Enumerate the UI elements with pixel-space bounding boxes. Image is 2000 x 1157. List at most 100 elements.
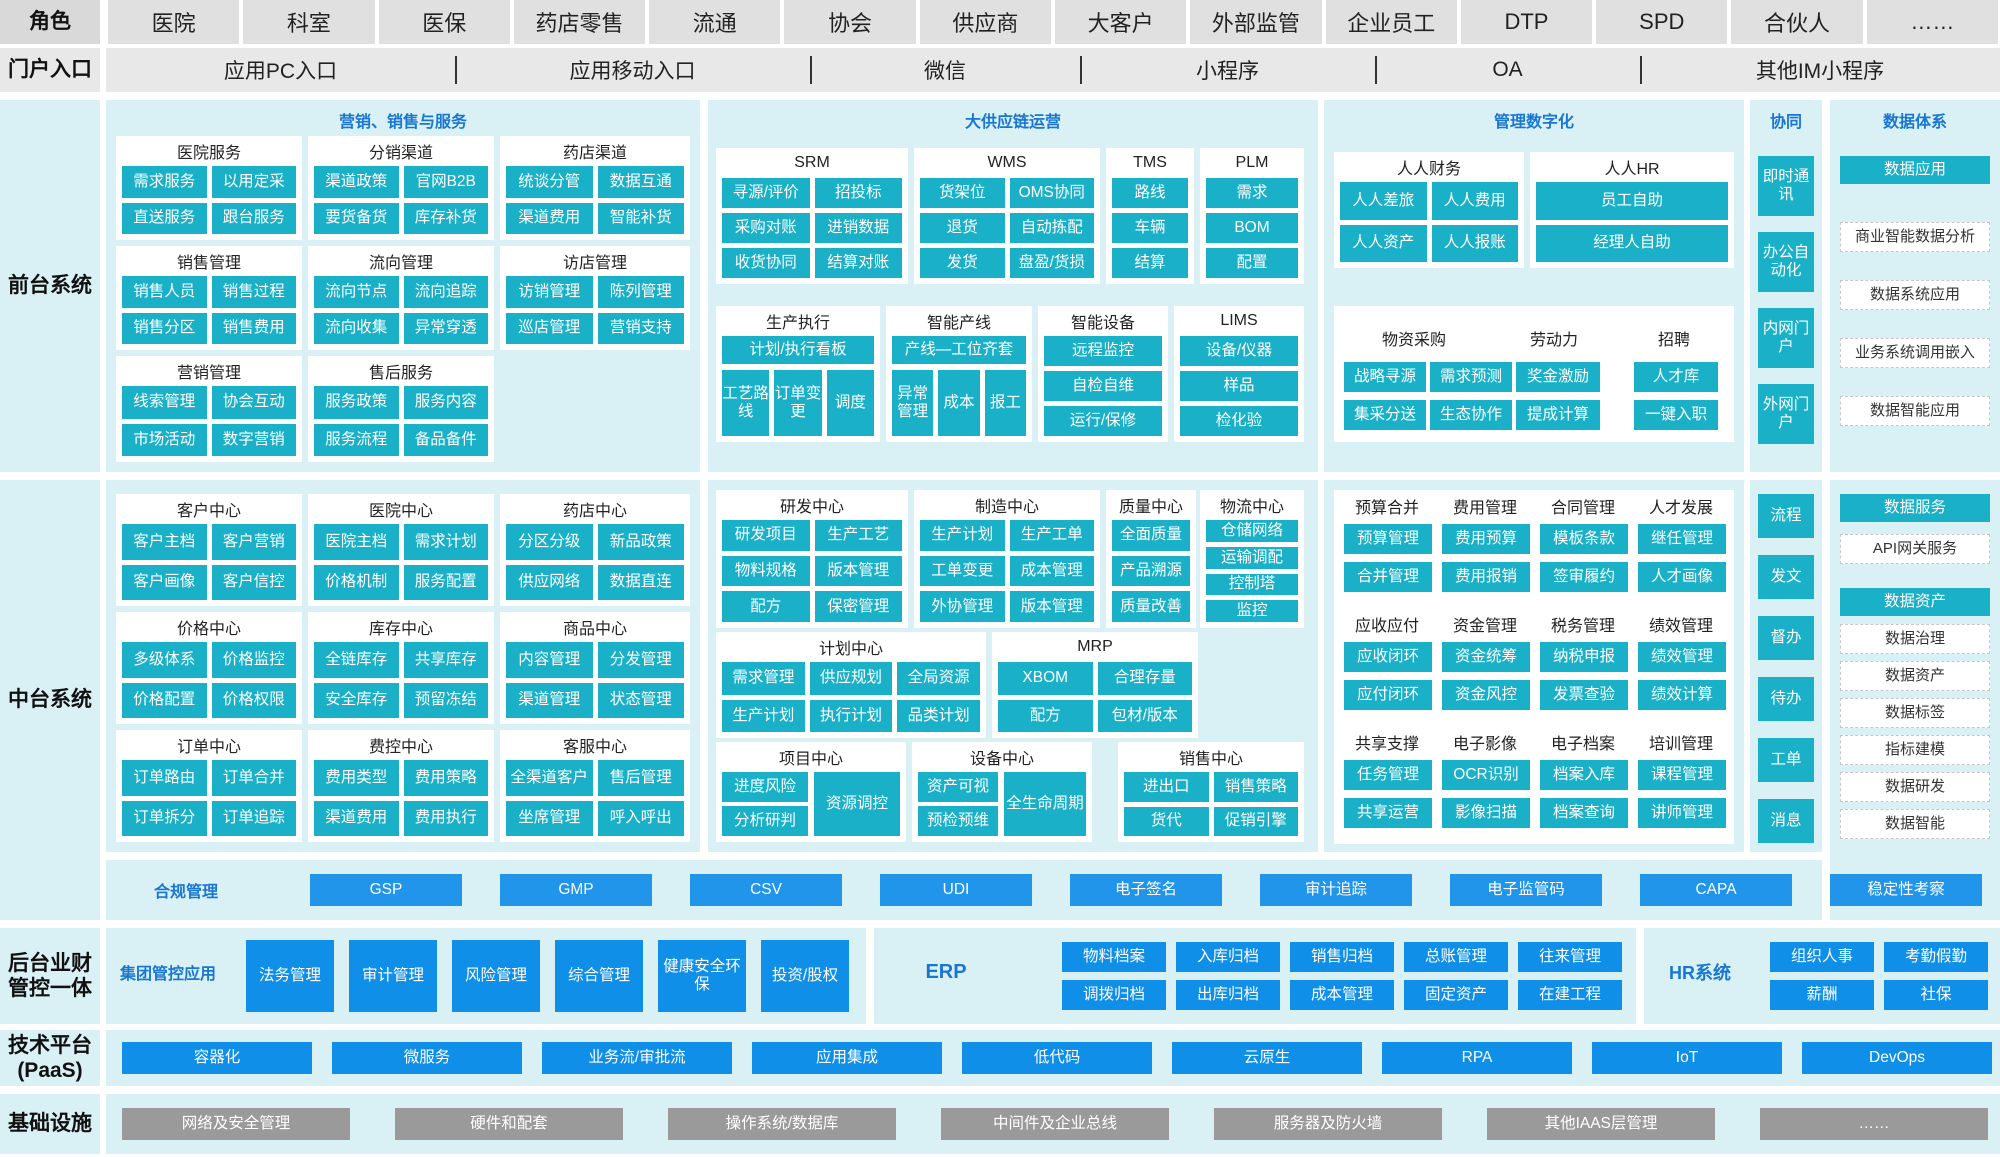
module-chip[interactable]: 销售策略 <box>1213 772 1298 802</box>
module-chip[interactable]: 客户画像 <box>122 564 207 600</box>
module-chip[interactable]: 物料规格 <box>722 555 810 587</box>
module-chip[interactable]: 分发管理 <box>597 642 684 678</box>
module-chip[interactable]: 数字营销 <box>211 423 296 456</box>
module-chip[interactable]: 签审履约 <box>1540 562 1628 592</box>
module-chip[interactable]: 报工 <box>984 370 1026 436</box>
module-chip[interactable]: 异常管理 <box>892 370 934 436</box>
module-chip[interactable]: 消息 <box>1758 799 1814 843</box>
module-chip[interactable]: 流程 <box>1758 494 1814 538</box>
module-chip[interactable]: 数据资产 <box>1840 588 1990 616</box>
module-chip[interactable]: 任务管理 <box>1344 760 1432 790</box>
module-chip[interactable]: 订单变更 <box>774 370 822 436</box>
module-chip[interactable]: 坐席管理 <box>506 800 593 836</box>
module-chip[interactable]: 流向收集 <box>314 312 399 344</box>
module-chip[interactable]: 资产可视 <box>918 772 998 802</box>
module-chip[interactable]: 费用策略 <box>403 760 488 796</box>
module-chip[interactable]: 资金统筹 <box>1442 642 1530 672</box>
module-chip[interactable]: 渠道费用 <box>314 800 399 836</box>
module-chip[interactable]: 社保 <box>1884 980 1988 1010</box>
module-chip[interactable]: 成本管理 <box>1290 980 1394 1010</box>
module-chip[interactable]: 组织人事 <box>1770 942 1874 972</box>
module-chip[interactable]: 服务流程 <box>314 423 399 456</box>
module-chip[interactable]: 设备/仪器 <box>1180 336 1298 366</box>
module-chip[interactable]: 预留冻结 <box>403 682 488 718</box>
module-chip[interactable]: 数据智能应用 <box>1840 396 1990 426</box>
module-chip[interactable]: 数据互通 <box>597 166 684 198</box>
role-cell[interactable]: 医保 <box>378 0 510 44</box>
module-chip[interactable]: DevOps <box>1802 1042 1992 1074</box>
module-chip[interactable]: 内网门户 <box>1758 308 1814 368</box>
module-chip[interactable]: 需求计划 <box>403 524 488 560</box>
module-chip[interactable]: 调度 <box>826 370 874 436</box>
module-chip[interactable]: 一键入职 <box>1634 400 1718 430</box>
module-chip[interactable]: 操作系统/数据库 <box>668 1108 896 1140</box>
module-chip[interactable]: 人才库 <box>1634 362 1718 392</box>
module-chip[interactable]: 稳定性考察 <box>1830 874 1982 906</box>
module-chip[interactable]: 价格机制 <box>314 564 399 600</box>
module-chip[interactable]: 流向追踪 <box>403 276 488 308</box>
module-chip[interactable]: 发货 <box>920 248 1005 278</box>
module-chip[interactable]: 待办 <box>1758 677 1814 721</box>
module-chip[interactable]: 全链库存 <box>314 642 399 678</box>
module-chip[interactable]: GMP <box>500 874 652 906</box>
module-chip[interactable]: 质量改善 <box>1112 591 1190 622</box>
module-chip[interactable]: 员工自助 <box>1536 182 1728 220</box>
module-chip[interactable]: 运输调配 <box>1206 546 1298 569</box>
module-chip[interactable]: 订单追踪 <box>211 800 296 836</box>
module-chip[interactable]: 招投标 <box>814 178 902 208</box>
module-chip[interactable]: 多级体系 <box>122 642 207 678</box>
portal-entry[interactable]: 小程序 <box>1196 60 1259 83</box>
module-chip[interactable]: 数据系统应用 <box>1840 280 1990 310</box>
module-chip[interactable]: 结算对账 <box>814 248 902 278</box>
module-chip[interactable]: 外网门户 <box>1758 384 1814 444</box>
module-chip[interactable]: 销售归档 <box>1290 942 1394 972</box>
module-chip[interactable]: 绩效管理 <box>1638 642 1726 672</box>
module-chip[interactable]: 资金风控 <box>1442 680 1530 710</box>
module-chip[interactable]: 应收闭环 <box>1344 642 1432 672</box>
module-chip[interactable]: 投资/股权 <box>761 940 849 1012</box>
module-chip[interactable]: 车辆 <box>1112 213 1188 243</box>
module-chip[interactable]: 审计追踪 <box>1260 874 1412 906</box>
module-chip[interactable]: 调拨归档 <box>1062 980 1166 1010</box>
module-chip[interactable]: 自动拣配 <box>1009 213 1094 243</box>
module-chip[interactable]: 服务配置 <box>403 564 488 600</box>
module-chip[interactable]: 生产计划 <box>722 699 805 732</box>
module-chip[interactable]: 需求服务 <box>122 166 207 198</box>
module-chip[interactable]: 应付闭环 <box>1344 680 1432 710</box>
module-chip[interactable]: 数据标签 <box>1840 698 1990 728</box>
module-chip[interactable]: 入库归档 <box>1176 942 1280 972</box>
module-chip[interactable]: 盘盈/货损 <box>1009 248 1094 278</box>
module-chip[interactable]: 客户营销 <box>211 524 296 560</box>
module-chip[interactable]: 费用类型 <box>314 760 399 796</box>
module-chip[interactable]: 产线—工位齐套 <box>892 336 1026 364</box>
module-chip[interactable]: 档案入库 <box>1540 760 1628 790</box>
role-cell[interactable]: 供应商 <box>919 0 1051 44</box>
module-chip[interactable]: 其他IAAS层管理 <box>1487 1108 1715 1140</box>
module-chip[interactable]: BOM <box>1206 213 1298 243</box>
module-chip[interactable]: 仓储网络 <box>1206 520 1298 542</box>
module-chip[interactable]: 销售过程 <box>211 276 296 308</box>
module-chip[interactable]: 促销引擎 <box>1213 806 1298 836</box>
module-chip[interactable]: OCR识别 <box>1442 760 1530 790</box>
module-chip[interactable]: 跟台服务 <box>211 202 296 234</box>
module-chip[interactable]: 物料档案 <box>1062 942 1166 972</box>
module-chip[interactable]: 往来管理 <box>1518 942 1622 972</box>
module-chip[interactable]: 总账管理 <box>1404 942 1508 972</box>
module-chip[interactable]: 配方 <box>722 591 810 622</box>
module-chip[interactable]: 智能补货 <box>597 202 684 234</box>
module-chip[interactable]: 发票查验 <box>1540 680 1628 710</box>
module-chip[interactable]: 进度风险 <box>722 772 808 802</box>
portal-entry[interactable]: 其他IM小程序 <box>1755 60 1885 83</box>
module-chip[interactable]: 陈列管理 <box>597 276 684 308</box>
module-chip[interactable]: 提成计算 <box>1516 400 1600 430</box>
module-chip[interactable]: 经理人自助 <box>1536 224 1728 262</box>
module-chip[interactable]: 电子签名 <box>1070 874 1222 906</box>
module-chip[interactable]: 分区分级 <box>506 524 593 560</box>
module-chip[interactable]: 生产工艺 <box>814 520 902 551</box>
module-chip[interactable]: 业务流/审批流 <box>542 1042 732 1074</box>
module-chip[interactable]: 供应网络 <box>506 564 593 600</box>
module-chip[interactable]: 成本 <box>938 370 980 436</box>
module-chip[interactable]: 运行/保修 <box>1044 406 1162 436</box>
module-chip[interactable]: 订单合并 <box>211 760 296 796</box>
module-chip[interactable]: 退货 <box>920 213 1005 243</box>
